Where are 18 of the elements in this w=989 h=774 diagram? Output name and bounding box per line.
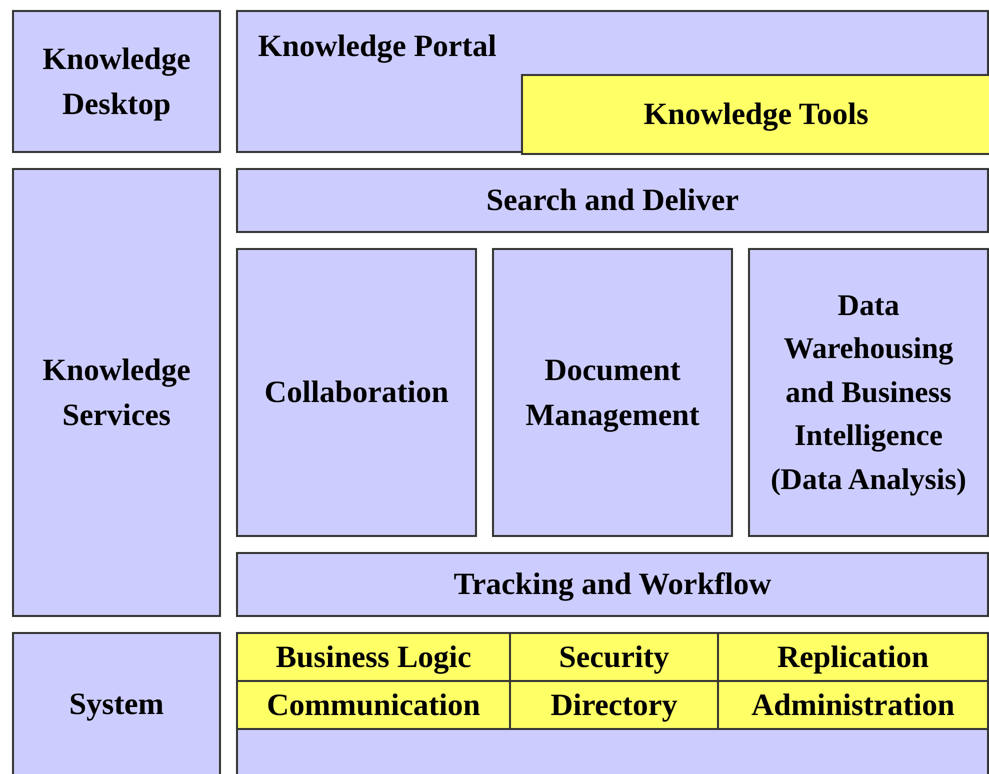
component-box: Data Warehousing and Business Intelligence (Data Analysis) xyxy=(748,248,989,537)
table-cell: Business Logic xyxy=(236,632,511,682)
table-cell: Communication xyxy=(236,680,511,730)
component-box: Document Management xyxy=(492,248,733,537)
layer-title: Knowledge Portal xyxy=(258,27,496,65)
layer-box: Knowledge Desktop xyxy=(12,10,221,153)
component-box: Search and Deliver xyxy=(236,168,989,233)
table-cell: Administration xyxy=(717,680,989,730)
table-cell: Replication xyxy=(717,632,989,682)
layer-box: Knowledge Services xyxy=(12,168,221,617)
component-box: Tracking and Workflow xyxy=(236,552,989,617)
layer-box: System xyxy=(12,632,221,774)
component-box: Knowledge Tools xyxy=(521,74,989,155)
table-cell: Directory xyxy=(509,680,719,730)
component-box: Collaboration xyxy=(236,248,477,537)
system-panel xyxy=(236,632,989,774)
portal-box xyxy=(236,10,989,153)
table-cell: Security xyxy=(509,632,719,682)
